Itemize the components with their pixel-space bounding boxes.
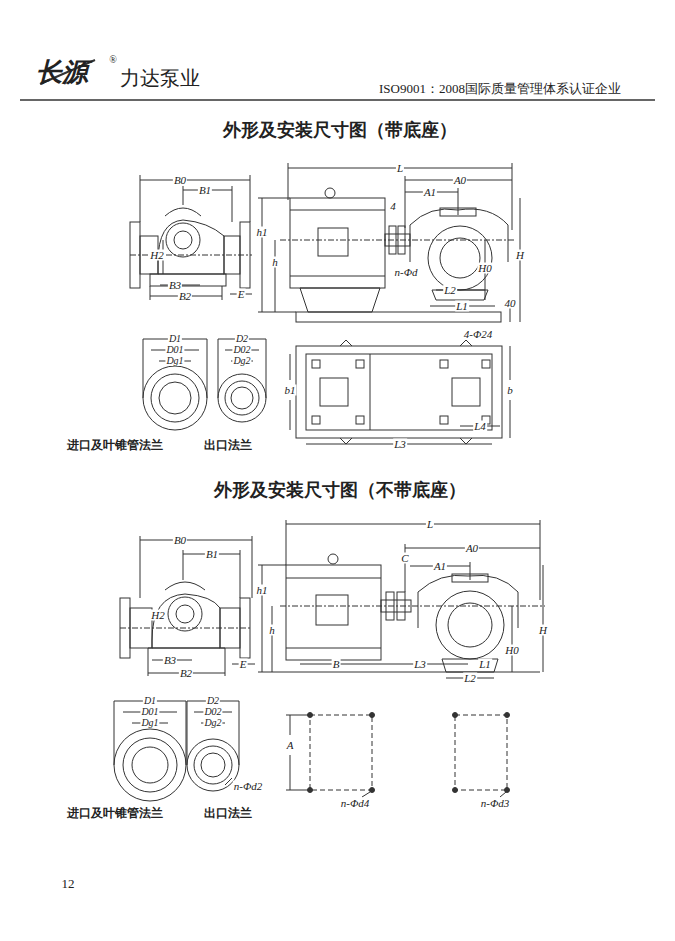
dimension-label: 40	[504, 298, 517, 309]
dimension-label: B1	[198, 185, 212, 196]
motor-pump-elevation-2	[258, 520, 545, 678]
dimension-label: Dg1	[140, 718, 159, 728]
flange-views	[143, 339, 266, 430]
dimension-label: L2	[443, 285, 457, 296]
dimension-label: A	[286, 740, 295, 751]
dimension-label: D1	[143, 696, 157, 706]
dimension-label: b	[506, 385, 514, 396]
dimension-label: H2	[149, 250, 164, 261]
dimension-label: h1	[256, 585, 269, 596]
dimension-label: A0	[453, 175, 467, 186]
dimension-label: L	[396, 163, 404, 174]
dimension-label: C	[400, 553, 409, 564]
dimension-label: Dg2	[232, 356, 251, 366]
dimension-label: H2	[150, 610, 165, 621]
dimension-label: H0	[504, 645, 519, 656]
dimension-label: B2	[178, 291, 192, 302]
page-number: 12	[61, 877, 76, 890]
dimension-label: h	[268, 625, 276, 636]
dimension-label: L4	[473, 421, 487, 432]
dimension-label: D02	[232, 345, 251, 355]
dimension-label: n-Φd	[393, 267, 418, 278]
dimension-label: n-Φd4	[340, 798, 371, 809]
dimension-label: D02	[203, 707, 222, 717]
dimension-label: B0	[173, 535, 187, 546]
dimension-label: B3	[168, 280, 182, 291]
dimension-label: E	[239, 659, 248, 670]
pump-side-view	[130, 175, 252, 300]
dimension-label: h1	[256, 227, 269, 238]
dimension-label: B0	[173, 175, 187, 186]
trademark-mark: ®	[108, 55, 118, 65]
dimension-label: D2	[235, 334, 249, 344]
dimension-label: L3	[393, 439, 407, 450]
company-name: 力达泵业	[119, 68, 201, 88]
dimension-label: A1	[433, 561, 447, 572]
dimension-label: D1	[168, 334, 182, 344]
dimension-label: E	[237, 289, 246, 300]
dimension-label: D2	[206, 696, 220, 706]
dimension-label: 4-Φ24	[463, 329, 494, 340]
dimension-label: B1	[205, 549, 219, 560]
flange-views-2	[114, 701, 239, 801]
certification-note: ISO9001：2008国际质量管理体系认证企业	[378, 82, 622, 95]
dimension-label: B2	[179, 668, 193, 679]
dimension-label: L1	[478, 659, 492, 670]
dimension-label: b1	[284, 385, 297, 396]
flange-caption: 进口及叶锥管法兰	[66, 807, 164, 819]
dimension-label: 4	[389, 201, 397, 212]
pump-side-view-2	[120, 536, 255, 676]
header-rule	[20, 99, 655, 101]
motor-pump-elevation	[258, 163, 520, 322]
dimension-label: n-Φd3	[480, 798, 511, 809]
dimension-label: B	[332, 659, 341, 670]
dimension-label: D01	[140, 707, 159, 717]
section-title: 外形及安装尺寸图（带底座）	[222, 121, 458, 139]
dimension-label: B3	[163, 655, 177, 666]
dimension-label: A0	[465, 543, 479, 554]
dimension-label: L3	[413, 659, 427, 670]
flange-caption: 出口法兰	[203, 807, 253, 819]
dimension-label: D01	[165, 345, 184, 355]
dimension-label: H0	[477, 263, 492, 274]
dimension-label: h	[271, 257, 279, 268]
dimension-label: n-Φd2	[233, 781, 264, 792]
logo-text: 长源	[35, 59, 89, 85]
dimension-label: Dg2	[203, 718, 222, 728]
dimension-label: H	[515, 250, 525, 261]
dimension-label: Dg1	[165, 356, 184, 366]
dimension-label: L2	[463, 673, 477, 684]
dimension-label: A1	[423, 187, 437, 198]
flange-caption: 出口法兰	[203, 439, 253, 451]
flange-caption: 进口及叶锥管法兰	[66, 439, 164, 451]
dimension-label: L1	[455, 301, 469, 312]
dimension-label: L	[426, 519, 434, 530]
base-plan-view	[290, 340, 510, 444]
section-title: 外形及安装尺寸图（不带底座）	[213, 481, 467, 499]
dimension-label: H	[538, 625, 548, 636]
foundation-plans	[286, 713, 510, 798]
